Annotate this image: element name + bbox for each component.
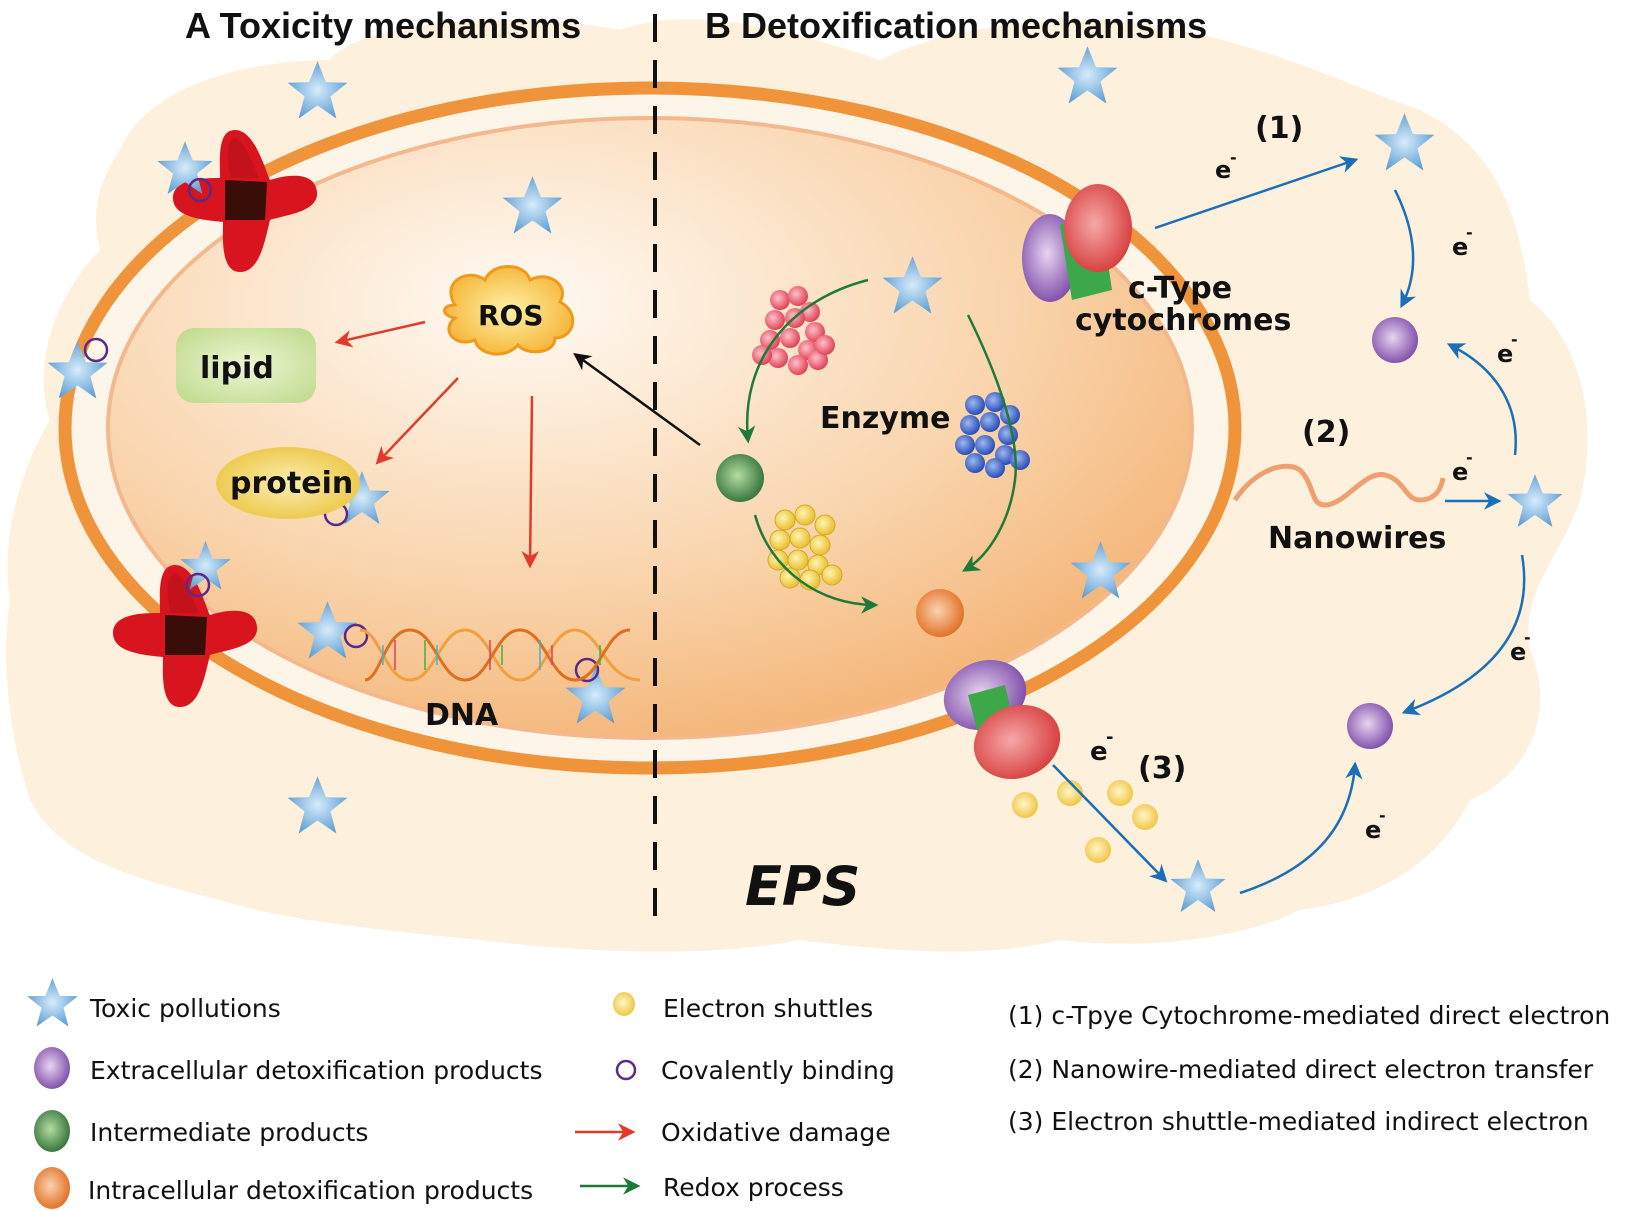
svg-text:e: e: [1510, 638, 1526, 666]
svg-text:e: e: [1452, 458, 1468, 486]
legend-label: Extracellular detoxification products: [90, 1056, 543, 1085]
cytoplasm: [106, 116, 1194, 740]
electron-label: e -: [1510, 628, 1531, 666]
panel-a-title: A Toxicity mechanisms: [185, 5, 581, 46]
electron-label: e -: [1090, 727, 1113, 767]
electron-label: e -: [1215, 148, 1237, 184]
protein-label: protein: [230, 466, 353, 501]
pathway-note: (1) c-Tpye Cytochrome-mediated direct el…: [1008, 1001, 1610, 1030]
svg-text:e: e: [1497, 340, 1513, 368]
svg-text:e: e: [1365, 816, 1381, 844]
path-1-label: (1): [1255, 111, 1303, 146]
svg-text:-: -: [1466, 223, 1473, 242]
svg-text:-: -: [1230, 148, 1237, 167]
electron-transfer-arrow: [1052, 764, 1168, 883]
c-type-cytochrome-complex: [943, 659, 1061, 780]
legend: Toxic pollutions Extracellular detoxific…: [27, 978, 1610, 1209]
purple-sphere-icon: [34, 1047, 70, 1089]
electron-label: e -: [1452, 223, 1473, 261]
c-type-cytochrome-complex: [1022, 184, 1132, 302]
legend-label: Intermediate products: [90, 1118, 368, 1147]
electron-shuttle-dots: [1012, 780, 1158, 863]
pathway-note: (2) Nanowire-mediated direct electron tr…: [1008, 1055, 1594, 1084]
legend-label: Intracellular detoxification products: [88, 1176, 533, 1205]
legend-label: Electron shuttles: [663, 994, 873, 1023]
path-2-label: (2): [1302, 415, 1350, 450]
legend-label: Oxidative damage: [661, 1118, 891, 1147]
legend-label: Covalently binding: [661, 1056, 895, 1085]
lipid-box: [176, 328, 316, 403]
intracellular-detox-product-sphere: [916, 589, 964, 637]
svg-text:e: e: [1215, 156, 1231, 184]
redox-process-arrows: [737, 278, 1017, 614]
path-3-label: (3): [1138, 751, 1186, 786]
svg-text:-: -: [1106, 727, 1113, 748]
enzyme-label: Enzyme: [820, 401, 950, 436]
ros-label: ROS: [478, 299, 544, 332]
electron-transfer-arrow: [1154, 156, 1359, 230]
svg-text:e: e: [1090, 737, 1108, 767]
covalent-binding-rings: [83, 177, 600, 683]
electron-label: e -: [1452, 448, 1473, 486]
enzyme-cluster-blue: [955, 392, 1030, 478]
electron-transfer-arrow: [1401, 554, 1526, 716]
legend-label: Toxic pollutions: [89, 994, 281, 1023]
green-sphere-icon: [34, 1110, 70, 1152]
svg-text:e: e: [1452, 233, 1468, 261]
dna-helix: [359, 628, 641, 682]
ros-cloud: [443, 265, 575, 356]
nanowire: [1232, 463, 1446, 508]
svg-text:-: -: [1466, 448, 1473, 467]
extracellular-detox-product-sphere: [1347, 703, 1393, 749]
cytochrome-label-line1: c-Type: [1128, 271, 1232, 306]
electron-transfer-arrow: [1446, 343, 1517, 456]
svg-text:-: -: [1524, 628, 1531, 647]
electron-label: e -: [1365, 806, 1386, 844]
dna-label: DNA: [425, 698, 499, 733]
electron-transfer-arrow: [1239, 761, 1363, 895]
intermediate-product-sphere: [716, 454, 764, 502]
electron-transfer-arrow: [1393, 189, 1417, 309]
orange-sphere-icon: [34, 1167, 70, 1209]
legend-label: Redox process: [663, 1173, 844, 1202]
extracellular-detox-product-sphere: [1372, 317, 1418, 363]
panel-b-title: B Detoxification mechanisms: [705, 5, 1207, 46]
protein-ellipse: [216, 447, 360, 519]
lipid-label: lipid: [200, 351, 274, 386]
black-arrow: [573, 352, 701, 447]
cytochrome-label-line2: cytochromes: [1075, 303, 1291, 338]
svg-text:-: -: [1511, 330, 1518, 349]
nanowires-label: Nanowires: [1268, 521, 1446, 556]
electron-label: e -: [1497, 330, 1518, 368]
svg-text:-: -: [1379, 806, 1386, 825]
star-icon: [27, 978, 78, 1027]
eps-label: EPS: [745, 855, 860, 918]
purple-ring-icon: [615, 1059, 637, 1081]
oxidative-damage-arrows: [334, 320, 539, 569]
pathway-note: (3) Electron shuttle-mediated indirect e…: [1008, 1107, 1589, 1136]
yellow-dot-icon: [613, 992, 635, 1016]
